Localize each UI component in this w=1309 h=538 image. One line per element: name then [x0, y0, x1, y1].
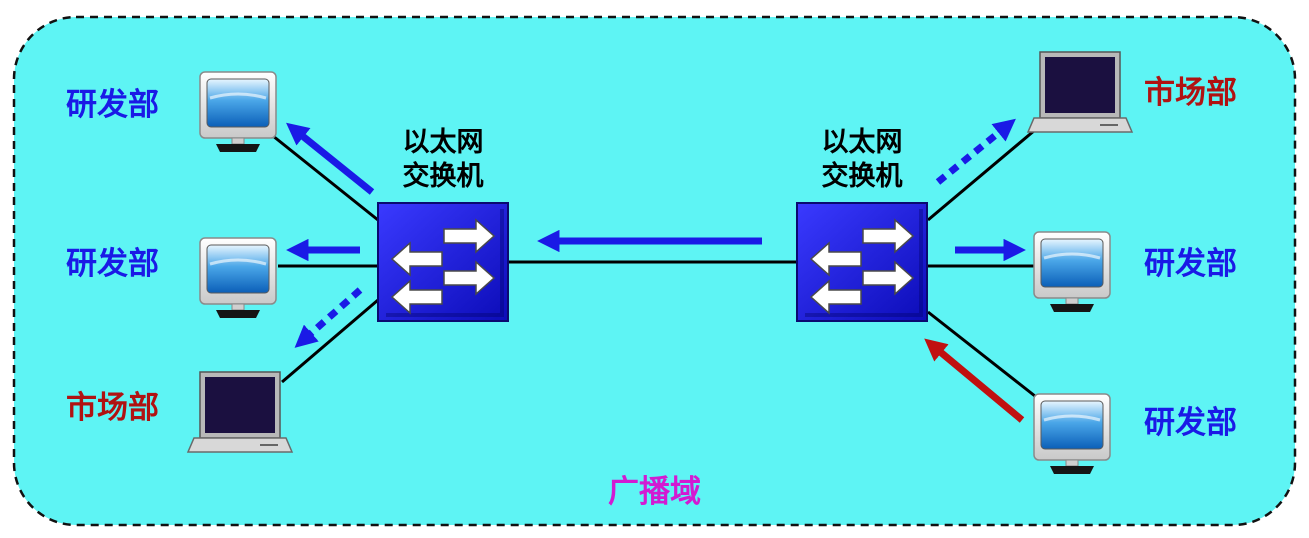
link-left-switch-to-left-top — [267, 130, 379, 222]
broadcast-domain-region — [12, 15, 1297, 527]
arrow-right-switch-to-right-top — [935, 118, 1016, 185]
left-bottom-host-label: 市场部 — [66, 390, 159, 426]
right-top-host-label: 市场部 — [1144, 75, 1237, 111]
right-bottom-host-label: 研发部 — [1144, 405, 1237, 441]
link-right-switch-to-right-top — [927, 128, 1036, 222]
ethernet-switch-left-icon — [376, 201, 510, 323]
left-switch-label: 以太网 交换机 — [373, 126, 513, 194]
left-switch-label-line1: 以太网 — [402, 127, 484, 158]
right-switch-label-line2: 交换机 — [821, 161, 903, 192]
arrow-source-to-right-switch — [924, 338, 1025, 423]
right-middle-host-label: 研发部 — [1144, 246, 1237, 282]
link-left-switch-to-left-bottom — [281, 298, 379, 384]
link-right-switch-to-right-bottom — [927, 310, 1041, 402]
left-switch-label-line2: 交换机 — [402, 161, 484, 192]
right-switch-label: 以太网 交换机 — [792, 126, 932, 194]
left-middle-host-label: 研发部 — [66, 246, 159, 282]
left-bottom-laptop-icon — [187, 371, 293, 453]
left-top-host-label: 研发部 — [66, 87, 159, 123]
links — [267, 128, 1041, 402]
broadcast-domain-label: 广播域 — [608, 474, 701, 510]
frame-arrows — [286, 118, 1026, 423]
right-switch-label-line1: 以太网 — [821, 127, 903, 158]
right-top-laptop-icon — [1027, 51, 1133, 133]
ethernet-switch-right-icon — [795, 201, 929, 323]
arrow-left-switch-to-left-bottom — [294, 287, 363, 348]
arrow-left-switch-to-left-top — [286, 122, 375, 195]
